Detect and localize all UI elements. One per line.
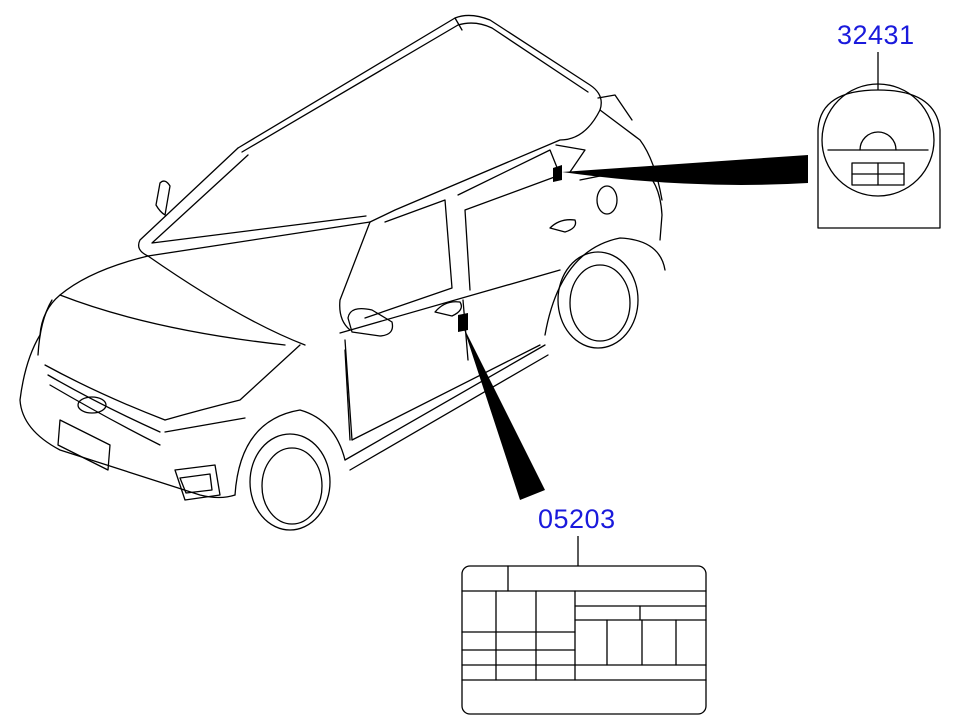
b-pillar-label-marker: [458, 313, 468, 332]
info-label-icon: [461, 565, 707, 715]
fuel-label-icon: [817, 83, 941, 229]
leader-wedge-upper: [562, 155, 808, 185]
leader-wedge-lower: [463, 326, 545, 500]
callout-32431[interactable]: 32431: [837, 20, 915, 50]
vehicle-drawing: [19, 14, 666, 531]
fuel-door-label-marker: [553, 165, 562, 182]
callout-05203[interactable]: 05203: [538, 504, 616, 534]
